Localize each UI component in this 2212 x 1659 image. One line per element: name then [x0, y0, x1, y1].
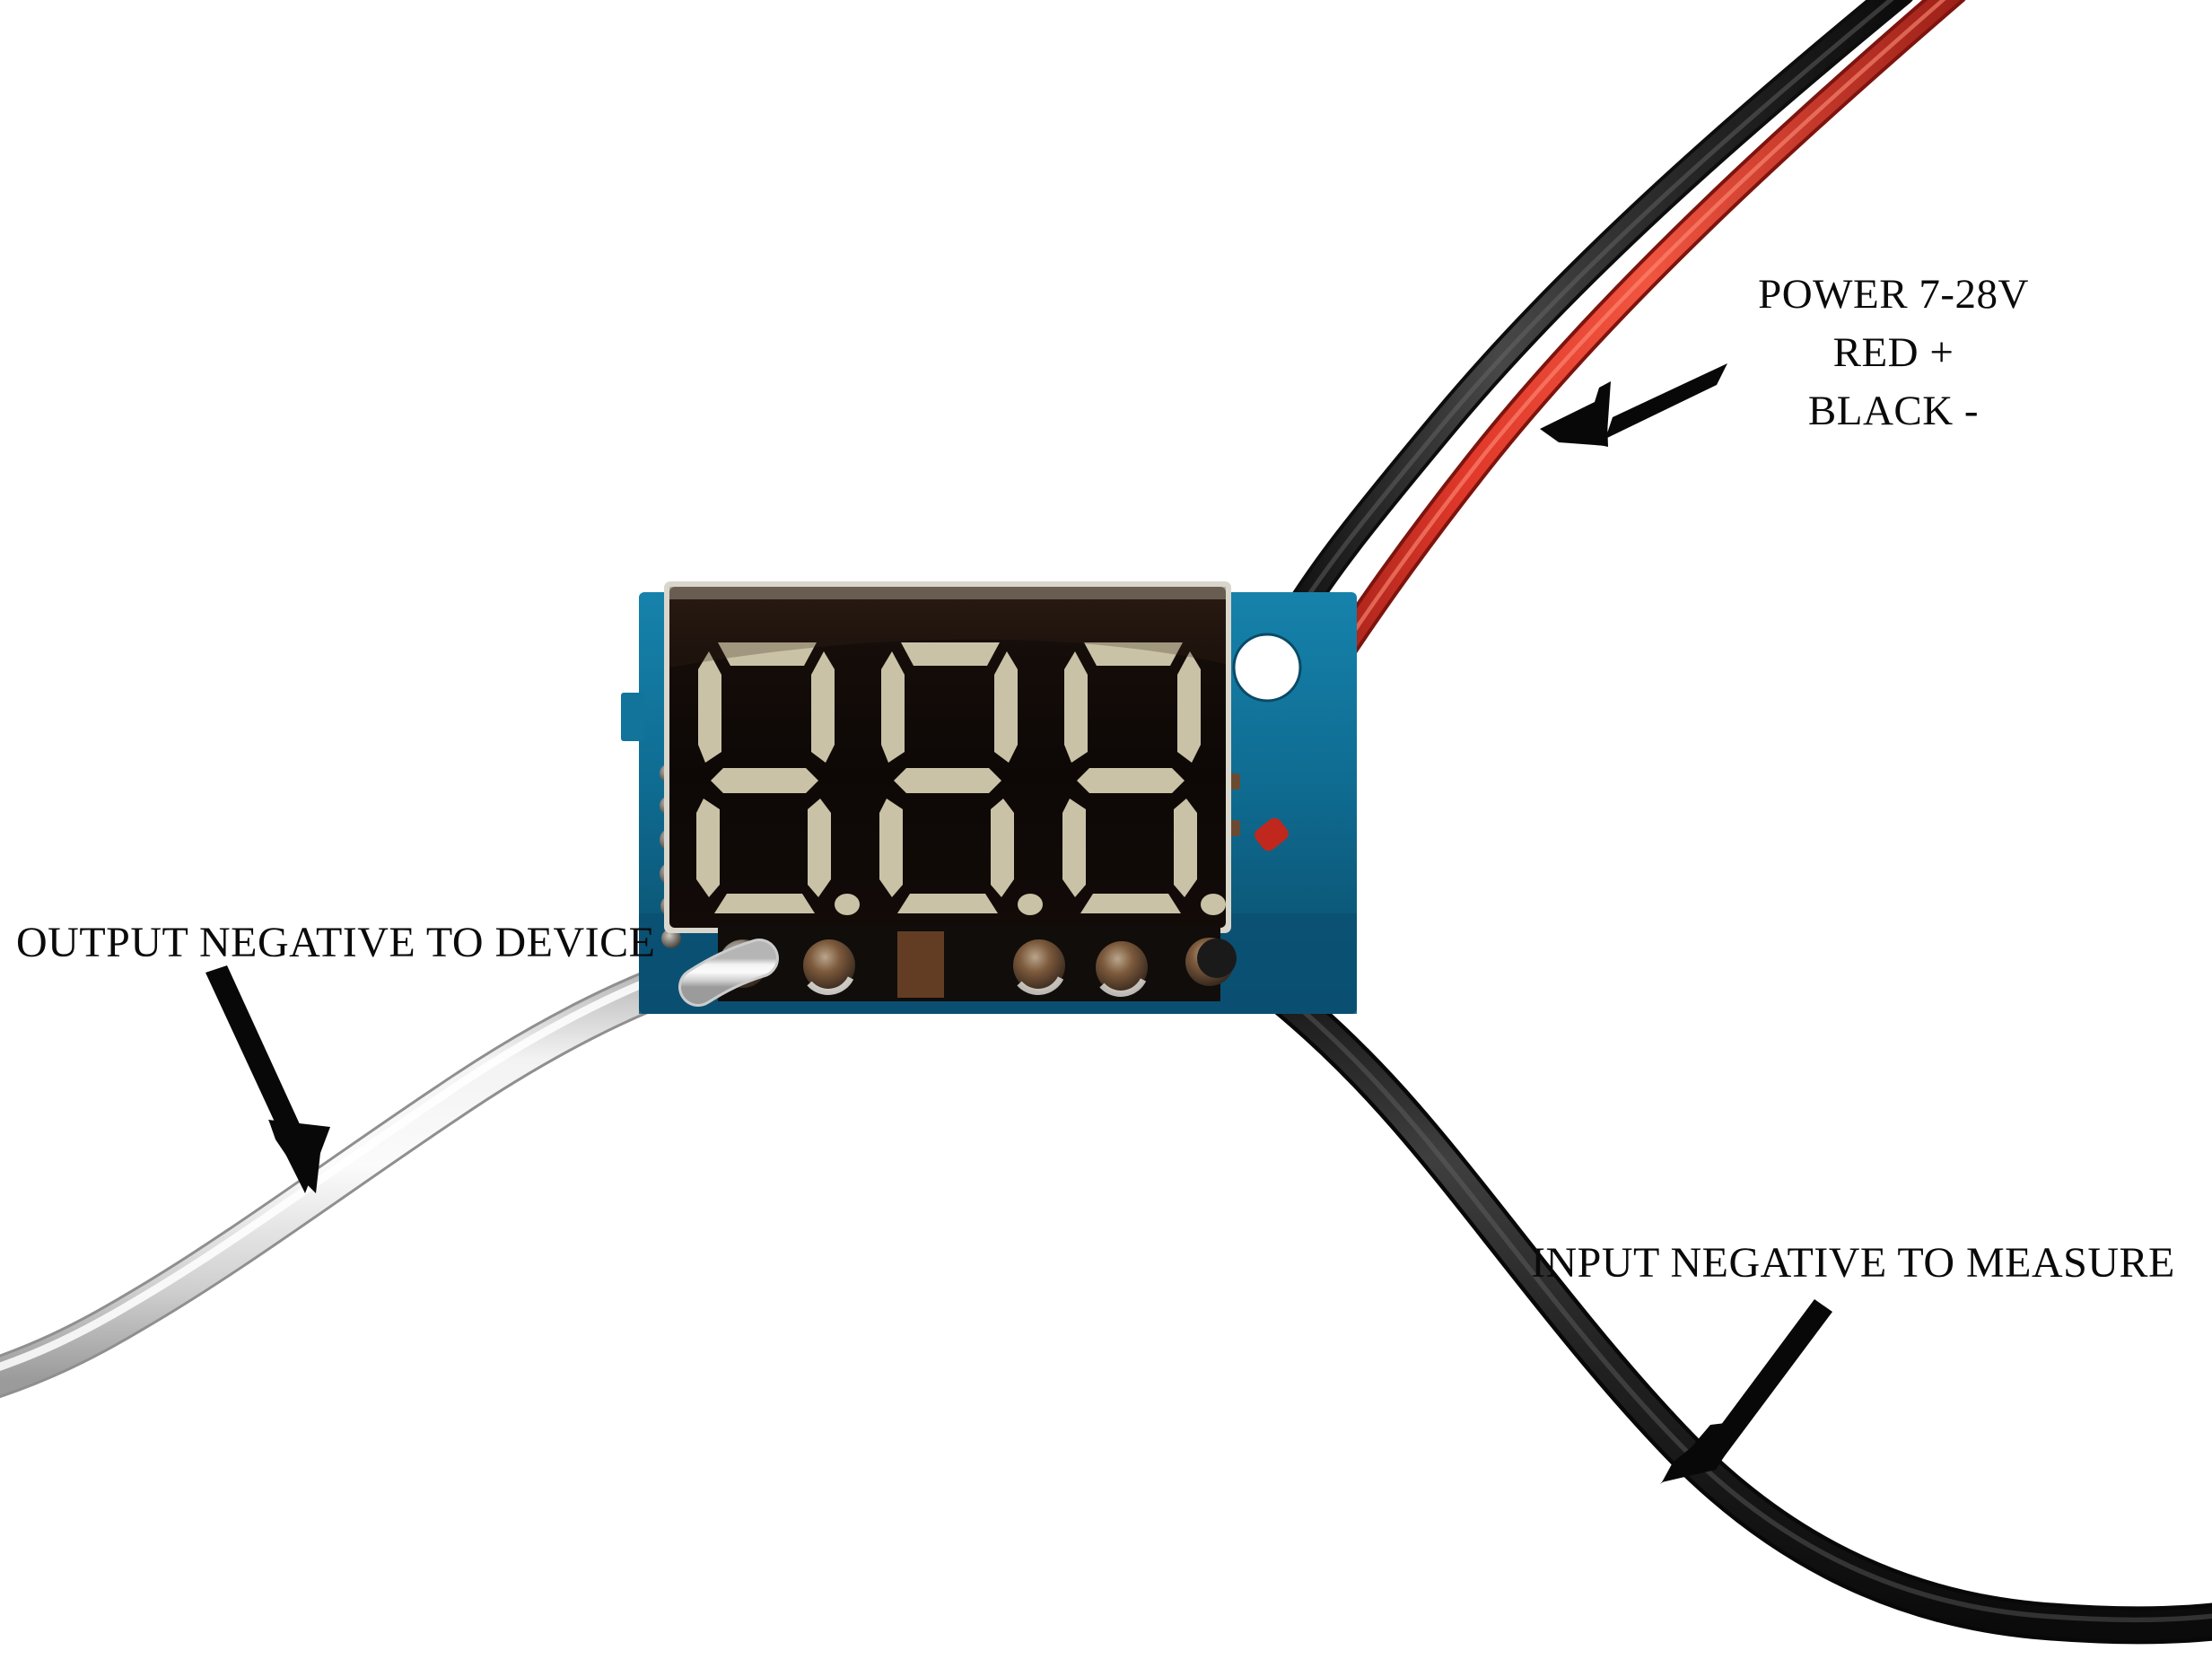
callout-power-line2: RED +	[1832, 328, 1954, 376]
mounting-hole	[1234, 634, 1300, 701]
wire-power-black	[1270, 0, 1913, 649]
meter-module	[621, 581, 1357, 1014]
arrow-input	[1660, 1299, 1832, 1484]
arrow-power	[1540, 363, 1727, 447]
red-wire-tip	[1255, 817, 1289, 851]
display-digit-3	[1062, 642, 1226, 915]
callout-power-line3: BLACK -	[1807, 387, 1980, 434]
callout-input-label: INPUT NEGATIVE TO MEASURE	[1531, 1239, 2175, 1287]
wire-output-white	[0, 948, 730, 1399]
wire-input-black	[1214, 939, 2212, 1645]
callout-output-label: OUTPUT NEGATIVE TO DEVICE	[16, 919, 656, 966]
display-digit-2	[879, 642, 1043, 915]
solder-joint-black-wire	[1197, 939, 1237, 978]
wire-output-white-tip	[678, 939, 779, 1007]
callout-power-line1: POWER 7-28V	[1758, 271, 2029, 318]
display-digit-1	[696, 642, 860, 915]
arrow-output	[205, 965, 330, 1193]
callout-power-label: POWER 7-28V RED + BLACK -	[1701, 266, 2086, 441]
